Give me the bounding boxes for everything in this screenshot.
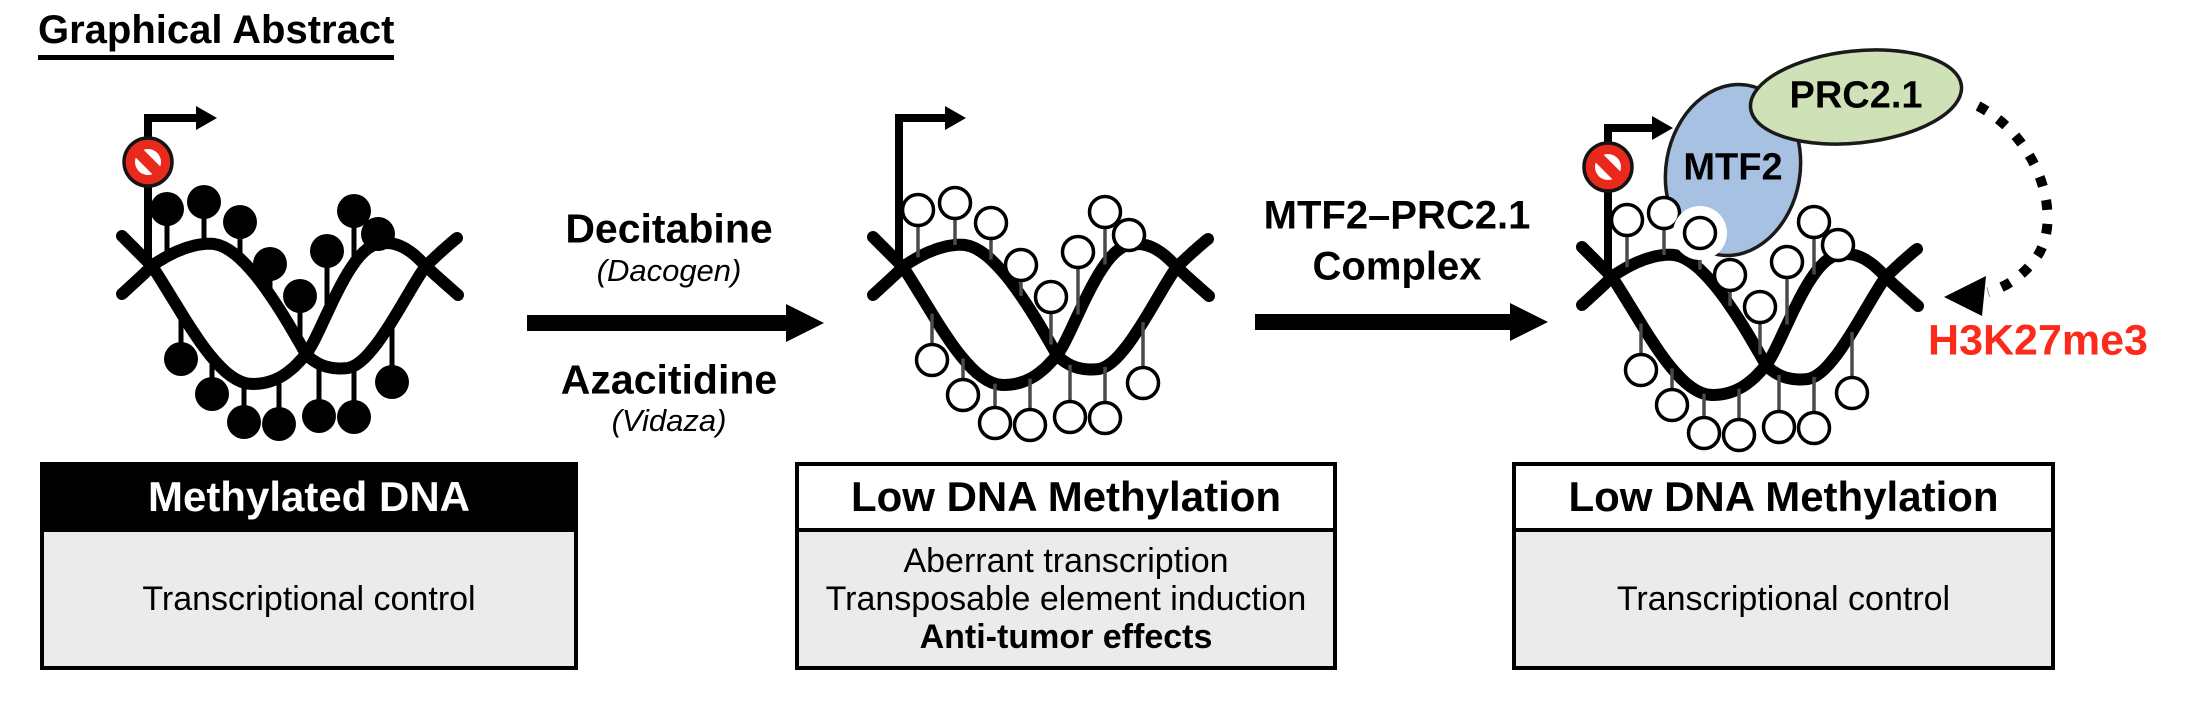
low-methylation-box-1-header: Low DNA Methylation [799,466,1333,532]
h3k27me3-feedback-arrow-icon [1944,101,2053,316]
page-title: Graphical Abstract [38,8,395,60]
dna-helix-demethylated [867,231,1215,392]
box-body-line: Transcriptional control [142,580,476,618]
mtf2-label: MTF2 [1683,146,1783,189]
methylated-dna-box-header: Methylated DNA [44,466,574,532]
low-methylation-box-2: Low DNA Methylation Transcriptional cont… [1512,462,2055,670]
reaction-arrow-1-icon [527,304,824,342]
box-body-line: Transposable element induction [825,580,1307,618]
prohibition-icon [1582,141,1634,193]
drug2-name-label: Azacitidine [560,356,778,403]
cpg-marks-open [1609,195,1870,453]
dna-helix-prc2-bound [1576,241,1924,402]
drug1-name-label: Decitabine [565,205,773,252]
low-methylation-box-2-header: Low DNA Methylation [1516,466,2051,532]
h3k27me3-label: H3K27me3 [1928,316,2148,365]
box-body-line: Aberrant transcription [903,542,1229,580]
methylated-dna-box-body: Transcriptional control [44,532,574,666]
prc21-label: PRC2.1 [1789,74,1923,117]
promoter-arrow-1-icon [144,106,217,262]
methylated-dna-box: Methylated DNA Transcriptional control [40,462,578,670]
complex-label-line1: MTF2–PRC2.1 [1263,193,1531,238]
promoter-arrow-2-icon [895,106,966,262]
dna-helix-methylated [116,230,464,391]
prc21-ellipse [1748,48,1964,146]
box-body-line: Transcriptional control [1616,580,1951,618]
drug1-brand-label: (Dacogen) [596,253,742,288]
box-body-line: Anti-tumor effects [919,618,1213,656]
low-methylation-box-1-body: Aberrant transcription Transposable elem… [799,532,1333,666]
drug2-brand-label: (Vidaza) [611,403,727,438]
promoter-arrow-3-icon [1604,116,1673,272]
cpg-marks-open [900,185,1161,443]
prohibition-icon [122,136,174,188]
low-methylation-box-2-body: Transcriptional control [1516,532,2051,666]
reaction-arrow-2-icon [1255,303,1548,341]
complex-label-line2: Complex [1312,244,1482,289]
low-methylation-box-1: Low DNA Methylation Aberrant transcripti… [795,462,1337,670]
methyl-marks-filled [150,185,409,441]
